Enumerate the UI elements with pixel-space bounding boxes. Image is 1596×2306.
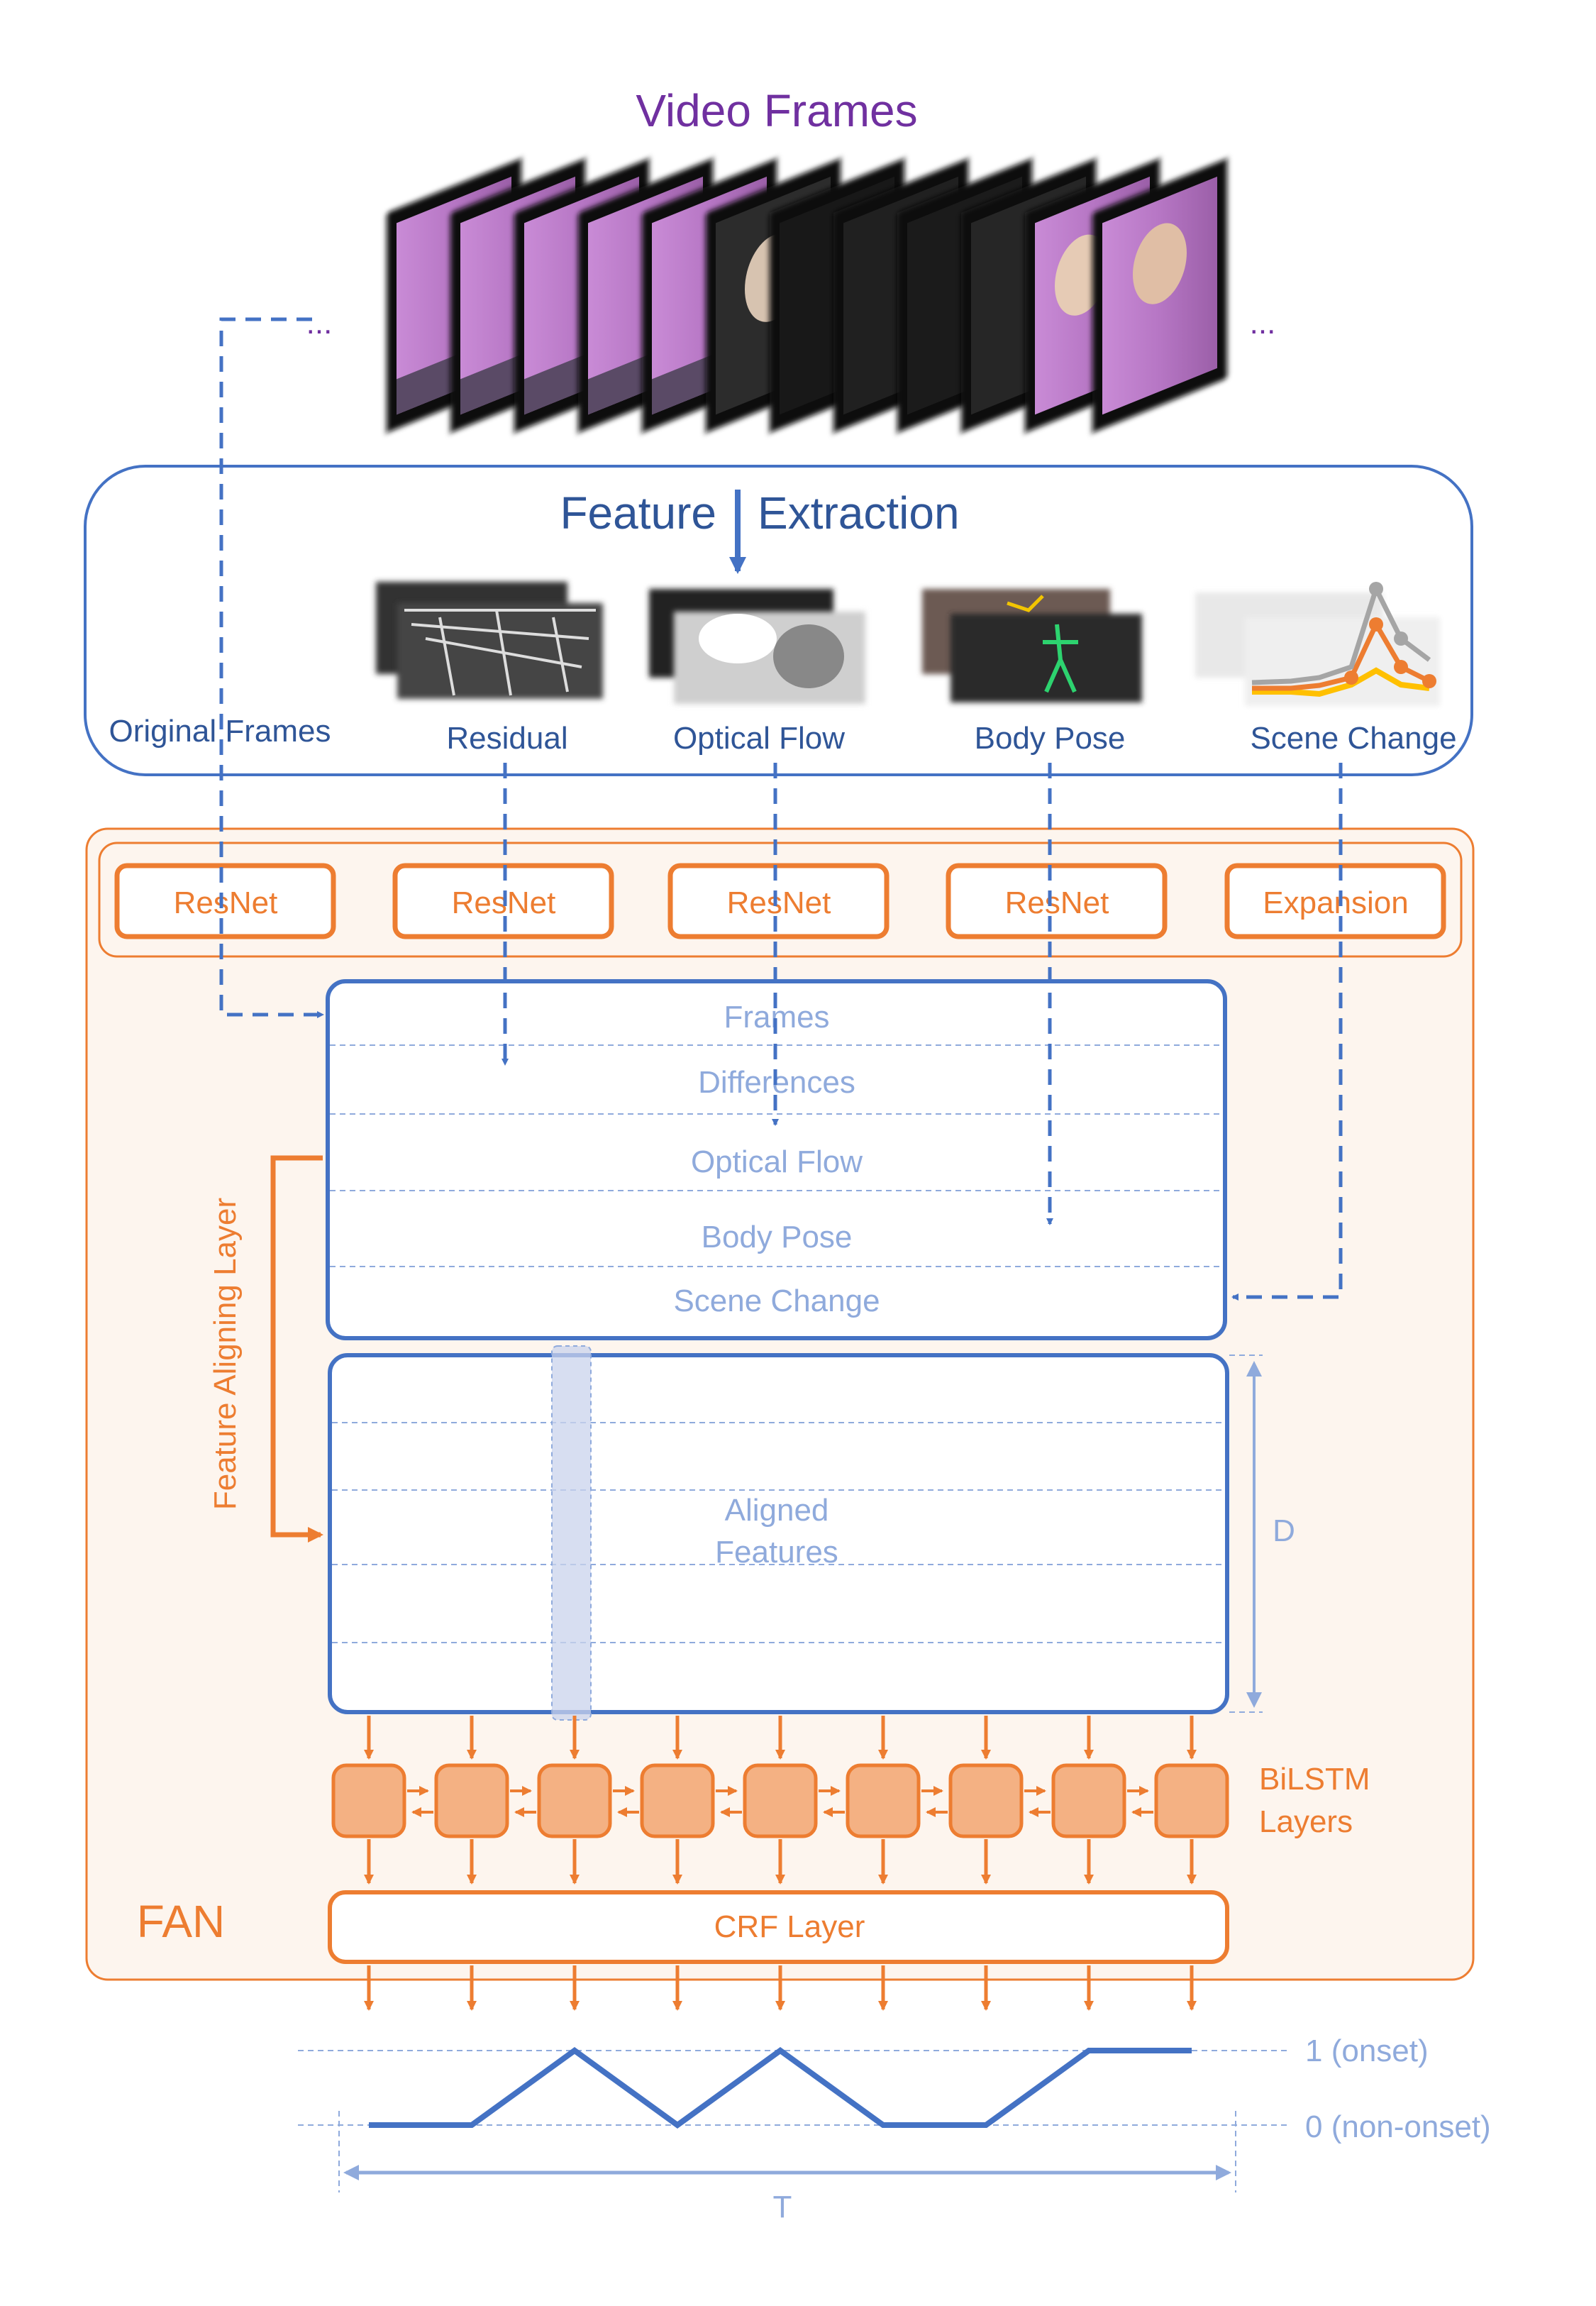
feature-aligning-layer-label: Feature Aligning Layer (208, 1198, 243, 1510)
non-onset-label: 0 (non-onset) (1305, 2109, 1491, 2144)
ellipsis-left: ... (306, 306, 333, 341)
video-frame (1092, 158, 1227, 433)
feature-label-scene-change: Scene Change (1250, 721, 1456, 756)
page-title: Video Frames (636, 85, 917, 136)
output-sequence-line (369, 2047, 1192, 2129)
bilstm-cell (331, 1763, 406, 1838)
encoder-expansion: Expansion (1224, 863, 1446, 939)
feature-extraction-title-left: Feature (560, 487, 716, 539)
arrow-original-frames (219, 317, 324, 1018)
crf-layer-label: CRF Layer (714, 1909, 865, 1944)
feature-row-scene-change: Scene Change (673, 1284, 880, 1318)
residual-thumbnail (376, 582, 603, 699)
video-frames-stack (387, 158, 1227, 433)
encoder-resnet-4: ResNet (946, 863, 1168, 939)
bilstm-cell (846, 1763, 921, 1838)
bilstm-cell (640, 1763, 715, 1838)
bilstm-cell (537, 1763, 612, 1838)
feature-label-body-pose: Body Pose (975, 721, 1126, 756)
bilstm-layer (331, 1716, 1229, 2011)
encoder-resnet-3: ResNet (667, 863, 890, 939)
bilstm-label-line1: BiLSTM (1259, 1762, 1370, 1797)
fan-label: FAN (137, 1896, 225, 1947)
encoder-label: ResNet (727, 886, 831, 920)
encoder-label: Expansion (1263, 886, 1408, 920)
dimension-d-label: D (1273, 1513, 1295, 1548)
feature-row-optical-flow: Optical Flow (691, 1144, 863, 1179)
feature-label-optical-flow: Optical Flow (673, 721, 845, 756)
dimension-d-marker (1229, 1355, 1263, 1713)
feature-row-body-pose: Body Pose (702, 1220, 853, 1254)
feature-extraction-title-right: Extraction (758, 487, 960, 539)
feature-flow-arrows (219, 317, 1343, 1301)
encoder-label: ResNet (174, 886, 278, 920)
feature-label-residual: Residual (446, 721, 567, 756)
bilstm-cell (434, 1763, 509, 1838)
encoder-resnet-1: ResNet (114, 863, 336, 939)
bilstm-cell (948, 1763, 1024, 1838)
aligned-features-label-line1: Aligned (725, 1493, 829, 1528)
aligned-features-box (328, 1353, 1229, 1714)
aligned-features-label-line2: Features (715, 1535, 838, 1569)
encoder-label: ResNet (1005, 886, 1109, 920)
timestep-feature-column (551, 1345, 592, 1721)
onset-label: 1 (onset) (1305, 2034, 1429, 2068)
bilstm-cell (1051, 1763, 1126, 1838)
feature-aligning-arrow (270, 1155, 323, 1543)
bilstm-label-line2: Layers (1259, 1804, 1353, 1839)
scene-change-thumbnail (1195, 582, 1440, 706)
bilstm-cell (743, 1763, 818, 1838)
optical-flow-thumbnail (649, 589, 865, 704)
ellipsis-right: ... (1250, 306, 1276, 341)
crf-layer-box (328, 1890, 1229, 1964)
bilstm-cell (1154, 1763, 1229, 1838)
body-pose-thumbnail (922, 589, 1142, 702)
time-label: T (773, 2190, 792, 2224)
